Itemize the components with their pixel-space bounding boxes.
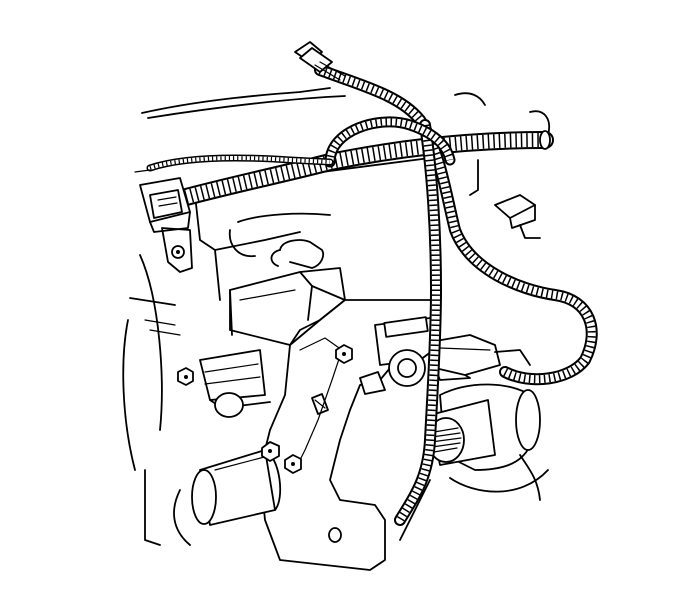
harness-connector-top — [294, 41, 346, 81]
output-shaft — [399, 383, 549, 541]
sensor-boss — [359, 316, 441, 395]
harness-connector — [429, 194, 541, 381]
harness-connector-left — [134, 169, 191, 233]
engine-block-outline — [122, 87, 550, 546]
wiring-harness — [146, 64, 598, 526]
